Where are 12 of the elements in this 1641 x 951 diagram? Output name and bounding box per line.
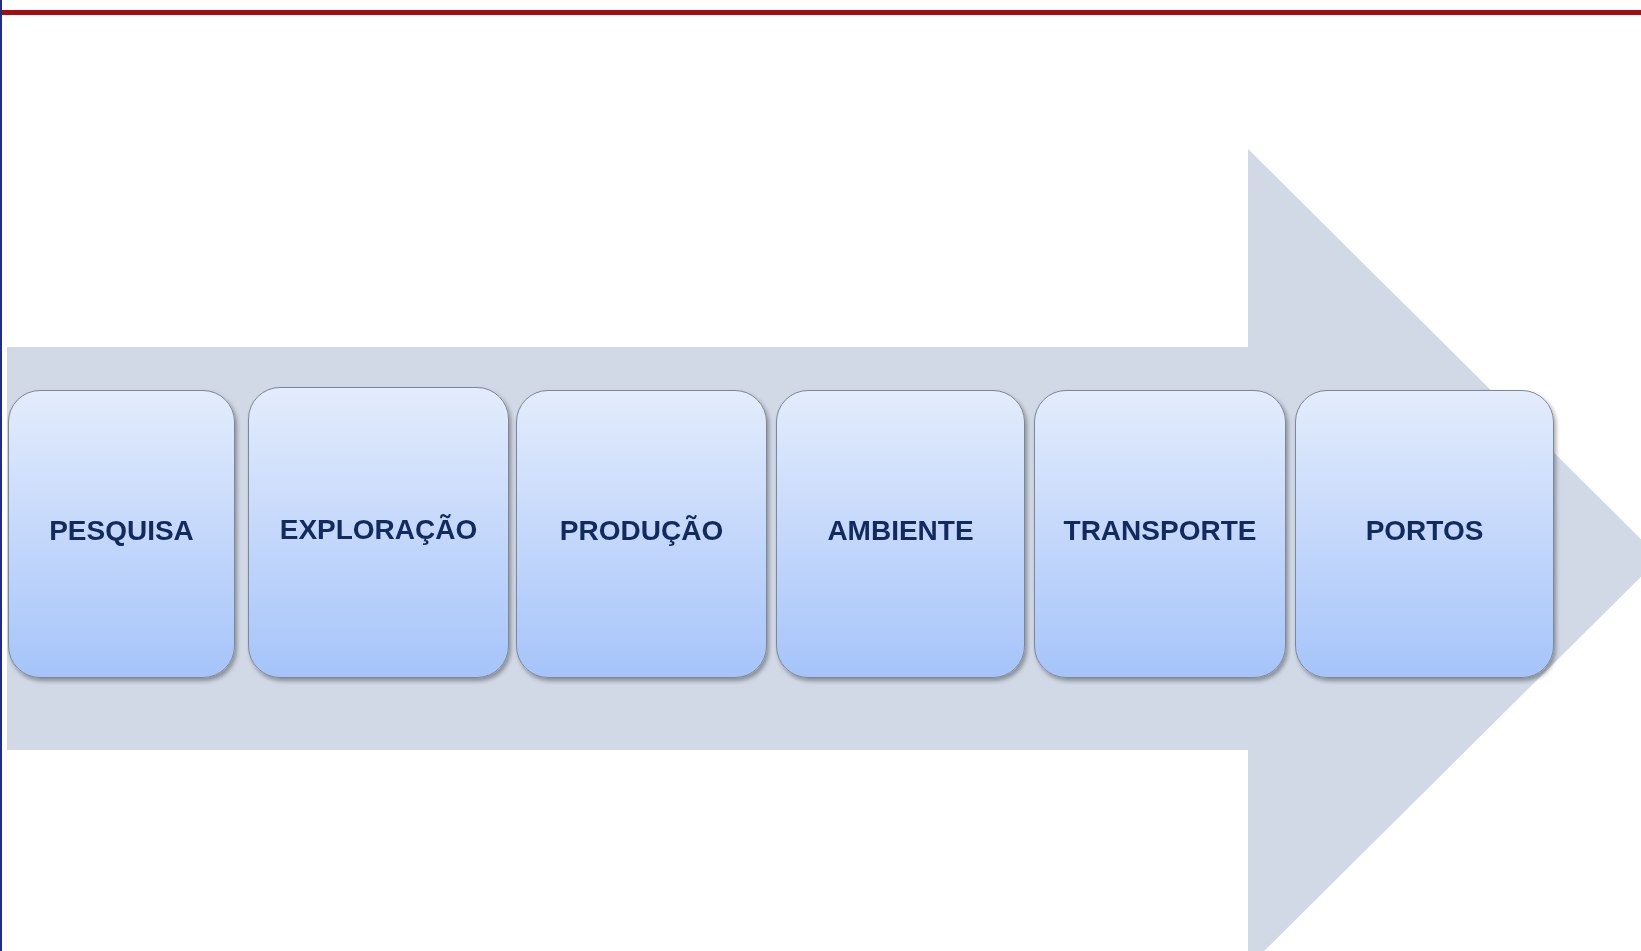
process-box	[1034, 390, 1286, 678]
step-label: TRANSPORTE	[1063, 515, 1257, 547]
process-box	[248, 387, 509, 678]
process-box	[776, 390, 1025, 678]
process-box	[516, 390, 767, 678]
step-label: PESQUISA	[49, 515, 194, 547]
step-label: PRODUÇÃO	[559, 515, 724, 547]
process-box	[1295, 390, 1554, 678]
step-label: PORTOS	[1365, 515, 1484, 547]
process-box	[8, 390, 235, 678]
step-label: EXPLORAÇÃO	[279, 513, 478, 546]
step-label: AMBIENTE	[827, 515, 974, 547]
